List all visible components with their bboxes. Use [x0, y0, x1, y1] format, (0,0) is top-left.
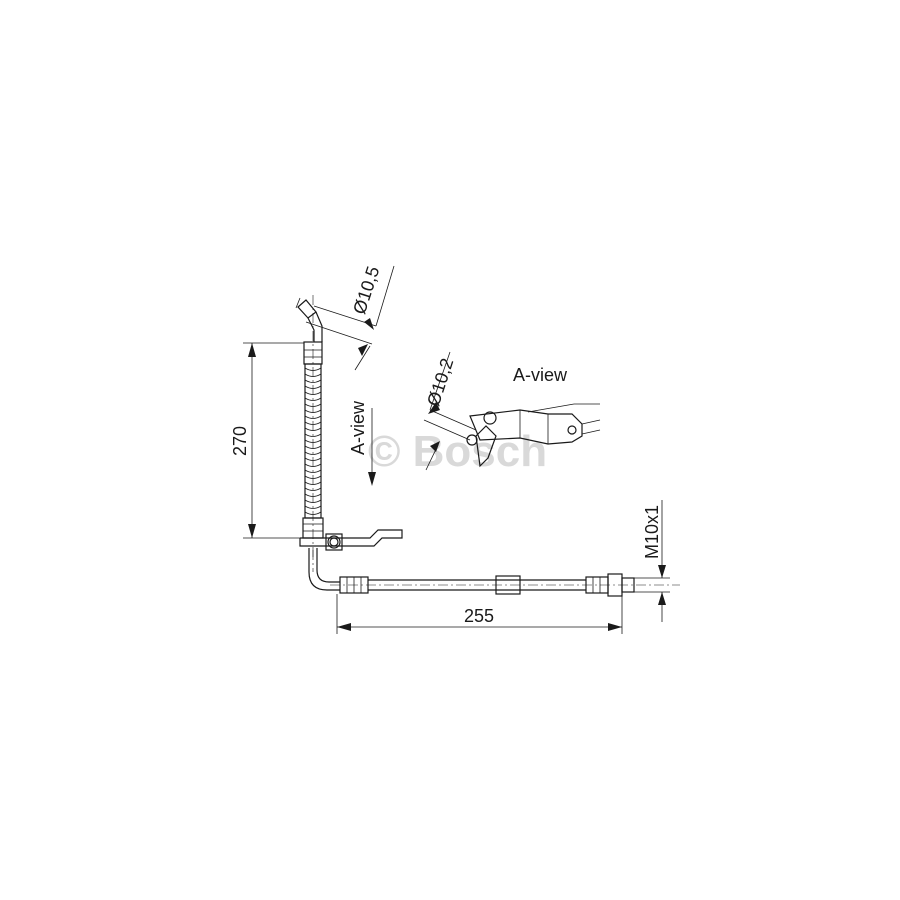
- hose-rib: [304, 451, 322, 455]
- dimension-diameter-view-label: Ø10,2: [423, 356, 457, 409]
- hose-rib: [304, 433, 322, 437]
- dimension-270: 270: [230, 342, 304, 539]
- dimension-255: 255: [336, 594, 623, 634]
- vertical-hose: [295, 295, 324, 560]
- dimension-255-label: 255: [464, 606, 494, 626]
- dimension-thread: M10x1: [634, 500, 670, 622]
- hose-rib: [304, 505, 322, 509]
- bent-pipe: [308, 548, 340, 591]
- view-arrow: A-view: [348, 400, 376, 486]
- hose-rib: [304, 487, 322, 491]
- hose-rib: [304, 397, 322, 401]
- watermark: © Bosch: [368, 427, 547, 476]
- mounting-bracket: [299, 529, 403, 551]
- hose-rib: [304, 379, 322, 383]
- hose-rib: [304, 469, 322, 473]
- dimension-thread-label: M10x1: [642, 505, 662, 559]
- horizontal-hose: [330, 573, 680, 597]
- view-arrow-label: A-view: [348, 400, 368, 455]
- hose-rib: [304, 415, 322, 419]
- dimension-diameter-top: Ø10,5: [305, 264, 395, 371]
- dimension-diameter-top-label: Ø10,5: [349, 264, 383, 317]
- a-view-title: A-view: [513, 365, 568, 385]
- dimension-270-label: 270: [230, 426, 250, 456]
